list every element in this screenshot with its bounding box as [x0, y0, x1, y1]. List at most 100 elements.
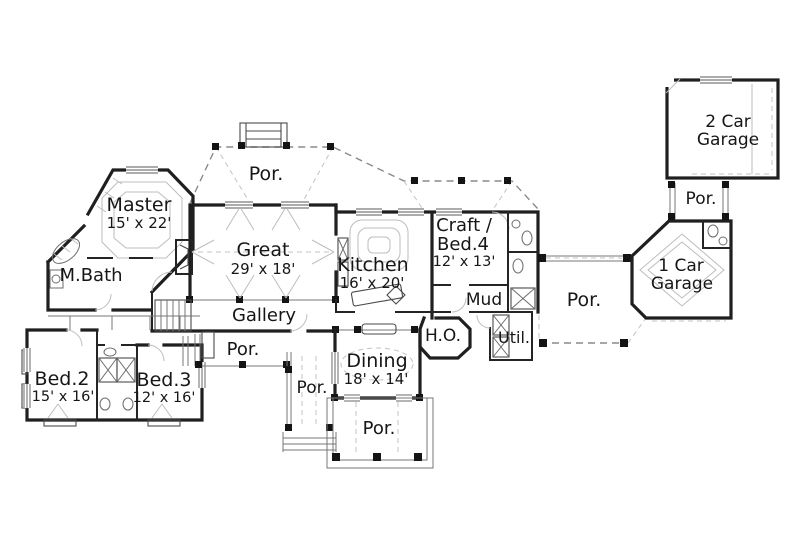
bed3-dims: 12' x 16'	[133, 390, 196, 406]
closet-bump	[201, 331, 215, 359]
fireplace-icon	[175, 239, 193, 275]
window-ticks	[53, 237, 79, 261]
roof-hip-line	[403, 180, 425, 212]
porch-post	[212, 143, 219, 150]
porch-post	[239, 361, 246, 368]
door-arc	[476, 314, 491, 329]
craft-label-line2: Bed.4	[437, 234, 489, 255]
two-car-garage: 2 Car Garage	[660, 73, 780, 180]
washer-dryer-icon	[492, 314, 510, 358]
porch-post	[283, 142, 290, 149]
ceiling-loop	[349, 219, 409, 271]
garage1-bath-walls	[702, 220, 732, 249]
dining-room: Dining 18' x 14'	[331, 323, 423, 402]
porch-post	[238, 142, 245, 149]
door-arc	[451, 297, 467, 313]
util-walls	[489, 311, 533, 361]
roof-hip-line	[491, 180, 513, 212]
wing-interior-walls	[96, 329, 138, 421]
garage2-label-line1: 2 Car	[705, 112, 751, 132]
vanity-icon	[49, 269, 64, 289]
mbath-walls	[45, 223, 152, 312]
porch-post	[538, 254, 546, 262]
great-walls	[188, 203, 338, 302]
kitchen-island-icon	[350, 283, 406, 307]
bottom-porch: Por.	[326, 397, 434, 469]
mid-porch-label: Por.	[227, 339, 260, 360]
craft-walls	[431, 211, 539, 313]
roof-hip-line	[627, 317, 647, 344]
closet-lines	[48, 315, 200, 330]
wing-exterior-walls	[25, 328, 204, 422]
dining-label: Dining	[346, 350, 407, 372]
porch-post	[668, 181, 675, 188]
shower-icon	[510, 287, 536, 310]
porch-post	[414, 453, 422, 461]
ceiling-octagon	[101, 181, 183, 259]
column-post	[282, 296, 289, 303]
ho-label: H.O.	[425, 326, 461, 346]
kitchen-label: Kitchen	[337, 254, 408, 276]
util-label: Util.	[498, 328, 530, 347]
corner-diagonal	[665, 78, 681, 94]
master-label: Master	[107, 194, 172, 216]
ceiling-oval	[340, 347, 414, 381]
porch-rail	[669, 183, 729, 220]
garage1-walls	[630, 219, 733, 320]
porch-post	[326, 424, 333, 431]
garage2-label-line2: Garage	[697, 130, 759, 150]
bedroom-wing: Bed.2 15' x 16' Bed.3 12' x 16'	[21, 315, 215, 427]
great-label: Great	[237, 239, 290, 261]
column-post	[354, 326, 361, 333]
parking-diamond	[647, 241, 717, 299]
column-post	[236, 296, 243, 303]
porch-post	[722, 213, 729, 220]
window-chevrons	[47, 403, 173, 419]
garage-porch: Por.	[668, 181, 729, 220]
sink-icon	[103, 347, 117, 357]
mud-label: Mud	[466, 290, 502, 310]
craft-dims: 12' x 13'	[433, 254, 496, 270]
master-walls	[85, 168, 195, 295]
garage1-label-line2: Garage	[651, 274, 713, 294]
home-office: H.O.	[418, 315, 472, 360]
porch-post	[373, 453, 381, 461]
bottom-porch-label: Por.	[363, 418, 396, 439]
shower-icon	[98, 357, 118, 383]
door-arc	[151, 271, 173, 293]
garage1-label-line1: 1 Car	[658, 256, 704, 276]
porch-post	[722, 181, 729, 188]
ceiling-loop	[357, 227, 401, 263]
porch-post	[668, 213, 675, 220]
door-arc	[94, 293, 112, 311]
sink-icon	[511, 219, 521, 229]
window-glyph	[700, 76, 732, 84]
porch-post	[411, 177, 418, 184]
shower-icon	[116, 357, 136, 383]
garage-porch-label: Por.	[686, 189, 717, 209]
window-glyph	[331, 352, 339, 384]
ceiling-chevrons	[191, 206, 335, 299]
window-glyph	[23, 384, 31, 408]
bed3-label: Bed.3	[137, 369, 192, 391]
gallery-label: Gallery	[232, 305, 296, 326]
porch-post	[504, 177, 511, 184]
porch-post	[458, 177, 465, 184]
porch-post	[539, 339, 547, 347]
porch-rail	[194, 334, 201, 366]
door-arc	[491, 211, 510, 230]
window-ticks	[96, 177, 123, 213]
top-porch-label: Por.	[249, 163, 284, 185]
dining-dims: 18' x 14'	[344, 370, 409, 388]
bay-window	[43, 419, 77, 427]
sink-icon	[51, 274, 61, 284]
kitchen: Kitchen 16' x 20'	[334, 203, 540, 320]
kitchen-lower-wall	[335, 299, 433, 313]
door-arc	[147, 344, 165, 362]
ceiling-loop	[367, 236, 391, 254]
great-room: Great 29' x 18'	[175, 201, 339, 303]
toilet-icon	[99, 397, 111, 411]
mid-left-porch: Por.	[182, 334, 290, 368]
